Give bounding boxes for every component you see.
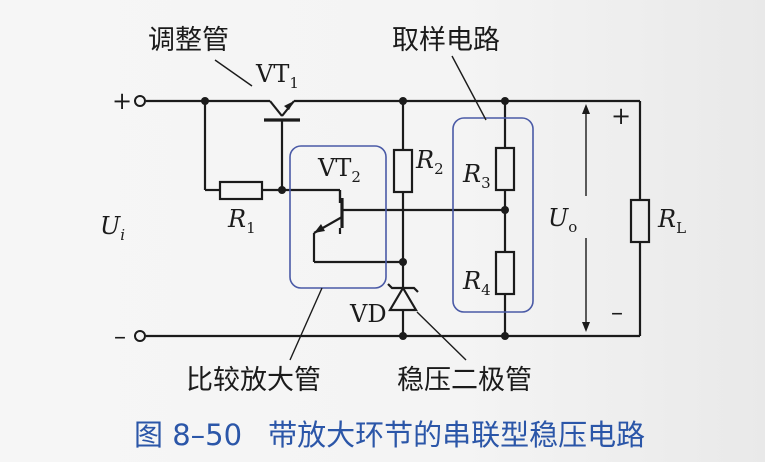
- vd-zener-bar: [387, 283, 419, 293]
- junction-dot: [399, 97, 407, 105]
- junction-dot: [501, 97, 509, 105]
- output-minus-mark: –: [611, 298, 623, 326]
- junction-dot: [399, 332, 407, 340]
- amplifier-tube-label: 比较放大管: [186, 365, 321, 396]
- regulator-callout-line: [214, 59, 253, 87]
- uo-arrow-down-head: [582, 322, 590, 332]
- sampling-callout-line: [451, 55, 487, 121]
- r4-resistor: [494, 250, 516, 296]
- zener-diode-label: 稳压二极管: [397, 365, 532, 396]
- vd-label: VD: [349, 300, 387, 328]
- r3-label: R3: [462, 160, 491, 192]
- output-plus-mark: +: [611, 102, 631, 130]
- r1-label: R1: [227, 205, 256, 237]
- r4-label: R4: [462, 267, 491, 299]
- junction-dot: [201, 97, 209, 105]
- vt1-label: VT1: [255, 60, 299, 92]
- uo-arrow-up-head: [582, 104, 590, 114]
- vt1-collector: [269, 100, 283, 117]
- sampling-group-box: [452, 117, 534, 313]
- r2-resistor: [392, 148, 414, 194]
- input-plus-terminal: [134, 95, 146, 107]
- amplifier-group-box: [289, 145, 387, 289]
- input-minus-mark: –: [114, 322, 126, 350]
- regulator-tube-label: 调整管: [148, 25, 229, 56]
- junction-dot: [501, 332, 509, 340]
- junction-dot: [399, 258, 407, 266]
- rl-resistor: [629, 198, 651, 244]
- figure-title: 带放大环节的串联型稳压电路: [268, 418, 645, 452]
- input-minus-terminal: [134, 330, 146, 342]
- figure-number: 图 8–50: [134, 418, 242, 452]
- zener-callout-line: [416, 311, 467, 361]
- junction-dot: [278, 186, 286, 194]
- vd-zener-triangle: [388, 285, 418, 312]
- vt2-emitter-arrow: [314, 224, 325, 233]
- input-plus-mark: +: [112, 87, 132, 115]
- r2-label: R2: [415, 146, 444, 178]
- r1-resistor: [218, 180, 264, 201]
- figure-caption: 图 8–50 带放大环节的串联型稳压电路: [134, 418, 645, 452]
- ui-label: Ui: [100, 212, 125, 244]
- sampling-circuit-label: 取样电路: [392, 25, 500, 56]
- uo-label: Uo: [548, 204, 577, 236]
- amplifier-callout-line: [289, 287, 323, 361]
- vt2-label: VT2: [317, 154, 361, 186]
- junction-dot: [501, 206, 509, 214]
- r3-resistor: [494, 146, 516, 192]
- vt1-emitter-arrow: [284, 101, 294, 110]
- rl-label: RL: [657, 205, 686, 237]
